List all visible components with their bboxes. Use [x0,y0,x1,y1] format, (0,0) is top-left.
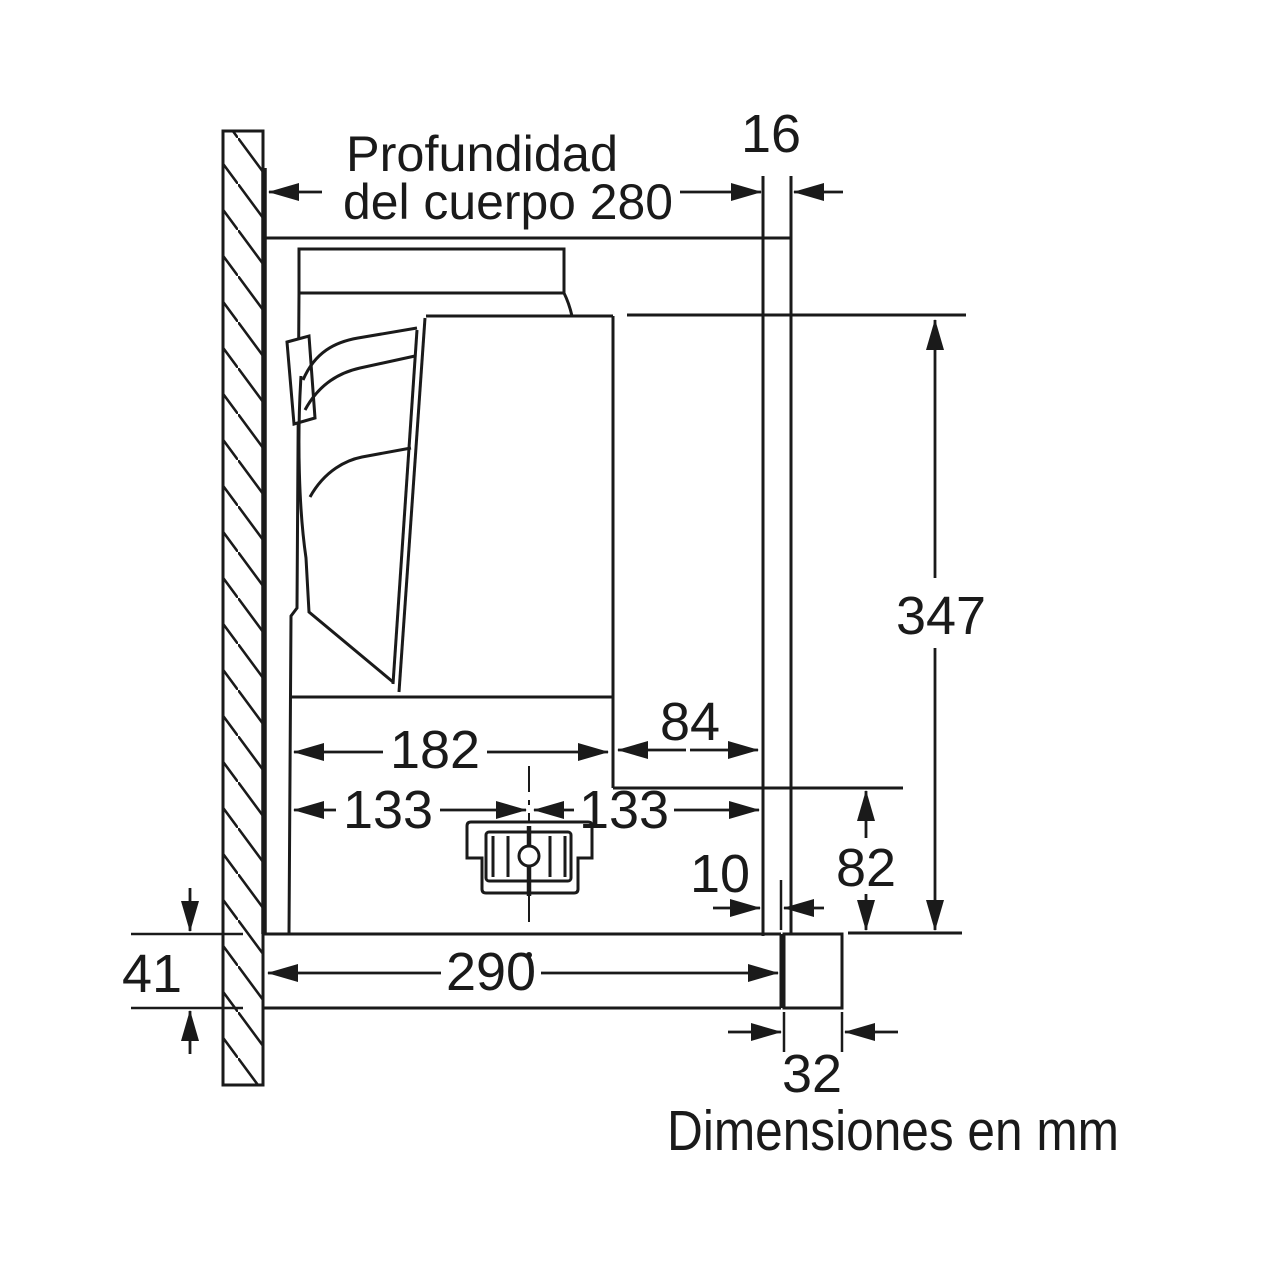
dimension-10: 10 [690,844,824,930]
dim-84-label: 84 [660,692,720,752]
dim-182-label: 182 [390,720,480,780]
dim-133r-label: 133 [579,780,669,840]
wall [221,129,267,1087]
scroll-front-line-b [391,329,419,685]
dim-347-label: 347 [896,586,986,646]
dim-41-label: 41 [122,944,182,1004]
door-cross-section [782,932,844,1010]
blower-scroll [285,317,427,693]
dimension-41: 41 [122,888,243,1054]
dimension-84: 84 [617,692,759,759]
scroll-housing-edge [297,375,394,684]
body-depth-label-line2: del cuerpo 280 [343,174,673,230]
dimension-347: 347 [896,319,986,931]
terminal-box [465,820,594,896]
dim-10-label: 10 [690,844,750,904]
scroll-louver-3 [308,446,412,498]
body-depth-label-line1: Profundidad [346,126,618,182]
dimension-16: 16 [741,104,843,201]
dim-133l-label: 133 [343,780,433,840]
cabinet [263,176,844,1010]
hood-top-cap [297,247,566,295]
dim-290-label: 290 [446,942,536,1002]
dim-32-label: 32 [782,1044,842,1104]
centerline-dot [526,952,532,958]
dimension-182: 182 [293,720,609,780]
scroll-front-line-a [397,317,427,693]
dim-16-label: 16 [741,104,801,164]
dimension-133-left: 133 [293,780,527,840]
centerline [526,766,532,958]
dimension-32: 32 [728,1012,898,1104]
hood-body [285,247,903,935]
reference-lines [627,313,966,935]
dimension-133-right: 133 [533,780,760,840]
terminal-box-outline [465,820,594,895]
wall-hatch [221,129,265,1087]
dimension-290: 290 [267,942,779,1002]
scroll-louver-2 [303,354,416,411]
dimension-body-depth-280: Profundidad del cuerpo 280 [268,126,762,230]
dim-82-label: 82 [836,838,896,898]
terminal-screw [517,844,541,868]
scroll-louver-1 [301,326,418,381]
units-note: Dimensiones en mm [667,1099,1119,1163]
hood-top-jog [562,292,574,317]
dimension-82: 82 [836,790,896,931]
